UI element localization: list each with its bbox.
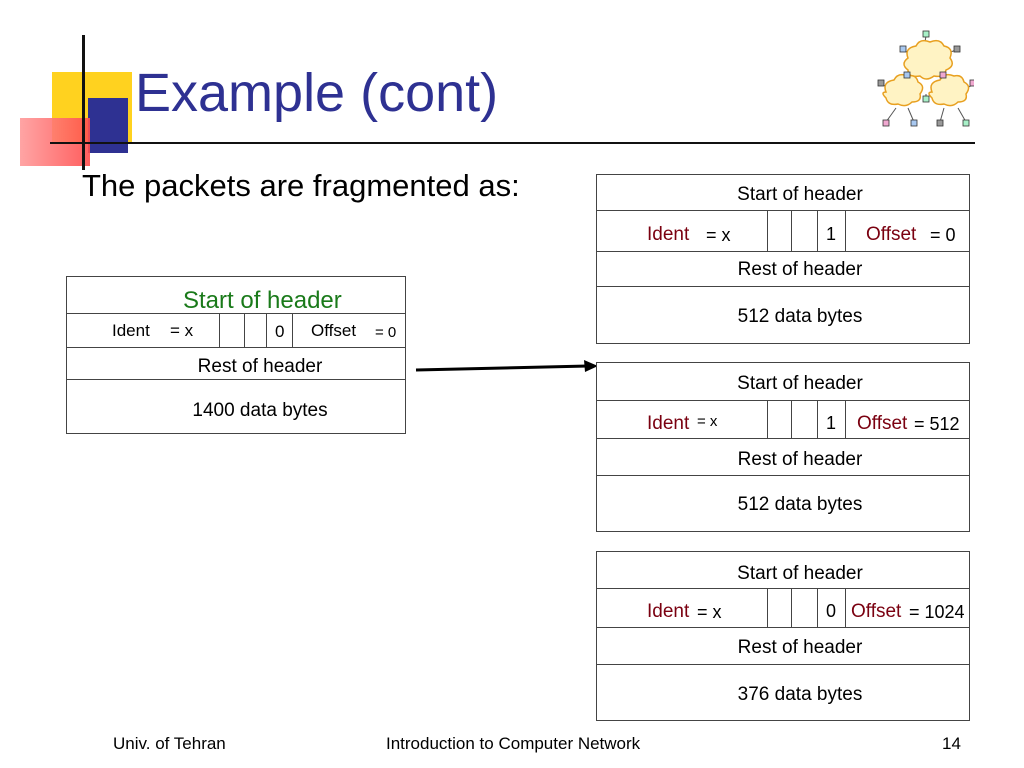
row-divider xyxy=(66,313,406,314)
field-divider xyxy=(817,210,818,251)
original-data-bytes: 1400 data bytes xyxy=(192,400,328,421)
field-divider xyxy=(767,588,768,627)
field-divider xyxy=(292,313,293,347)
row-divider xyxy=(596,664,970,665)
footer-university: Univ. of Tehran xyxy=(113,734,226,753)
fragment-rest-of-header: Rest of header xyxy=(737,259,863,280)
field-divider xyxy=(266,313,267,347)
field-divider xyxy=(845,210,846,251)
original-offset-label: Offset xyxy=(311,321,357,340)
field-divider xyxy=(845,400,846,438)
original-start-of-header: Start of header xyxy=(183,287,342,314)
fragment-offset-value: = 1024 xyxy=(909,602,965,622)
fragment-box xyxy=(596,551,970,721)
field-divider xyxy=(817,588,818,627)
fragment-data-bytes: 512 data bytes xyxy=(737,494,863,515)
original-ident-value: = x xyxy=(170,321,194,340)
fragment-offset-label: Offset xyxy=(857,413,908,434)
row-divider xyxy=(596,286,970,287)
row-divider xyxy=(596,627,970,628)
fragment-box xyxy=(596,174,970,344)
fragment-ident-label: Ident xyxy=(647,224,690,245)
fragment-data-bytes: 512 data bytes xyxy=(737,306,863,327)
deco-vertical-line xyxy=(82,35,85,170)
row-divider xyxy=(596,438,970,439)
field-divider xyxy=(817,400,818,438)
row-divider xyxy=(596,210,970,211)
footer-course-title: Introduction to Computer Network xyxy=(386,734,641,753)
fragment-rest-of-header: Rest of header xyxy=(737,637,863,658)
slide-title: Example (cont) xyxy=(135,63,499,123)
original-flag: 0 xyxy=(275,322,285,341)
row-divider xyxy=(596,475,970,476)
fragment-start-of-header: Start of header xyxy=(737,563,863,584)
field-divider xyxy=(791,400,792,438)
fragment-flag: 1 xyxy=(826,413,837,433)
field-divider xyxy=(767,400,768,438)
original-rest-of-header: Rest of header xyxy=(197,356,323,377)
fragment-rest-of-header: Rest of header xyxy=(737,449,863,470)
original-packet-box xyxy=(66,276,406,434)
row-divider xyxy=(66,379,406,380)
fragment-offset-value: = 512 xyxy=(914,414,960,434)
fragment-start-of-header: Start of header xyxy=(737,373,863,394)
original-offset-value: = 0 xyxy=(375,324,397,341)
field-divider xyxy=(767,210,768,251)
fragment-ident-value: = x xyxy=(706,225,731,245)
field-divider xyxy=(244,313,245,347)
fragment-ident-value: = x xyxy=(697,413,718,430)
fragment-ident-value: = x xyxy=(697,602,722,622)
deco-blue-square xyxy=(88,98,128,153)
fragment-offset-label: Offset xyxy=(851,601,902,622)
fragment-offset-label: Offset xyxy=(866,224,917,245)
row-divider xyxy=(596,251,970,252)
original-ident-label: Ident xyxy=(112,321,150,340)
row-divider xyxy=(596,588,970,589)
footer-page-number: 14 xyxy=(942,734,961,753)
fragment-ident-label: Ident xyxy=(647,413,690,434)
slide-subtitle: The packets are fragmented as: xyxy=(82,168,520,203)
field-divider xyxy=(791,588,792,627)
row-divider xyxy=(596,400,970,401)
field-divider xyxy=(845,588,846,627)
fragment-ident-label: Ident xyxy=(647,601,690,622)
fragment-offset-value: = 0 xyxy=(930,225,956,245)
fragment-data-bytes: 376 data bytes xyxy=(737,684,863,705)
arrow-right-icon xyxy=(415,360,598,372)
field-divider xyxy=(219,313,220,347)
fragment-start-of-header: Start of header xyxy=(737,184,863,205)
fragment-flag: 0 xyxy=(826,601,837,621)
fragment-box xyxy=(596,362,970,532)
fragment-flag: 1 xyxy=(826,224,837,244)
row-divider xyxy=(66,347,406,348)
deco-horizontal-line xyxy=(50,142,975,144)
network-clouds-icon xyxy=(877,30,974,127)
field-divider xyxy=(791,210,792,251)
